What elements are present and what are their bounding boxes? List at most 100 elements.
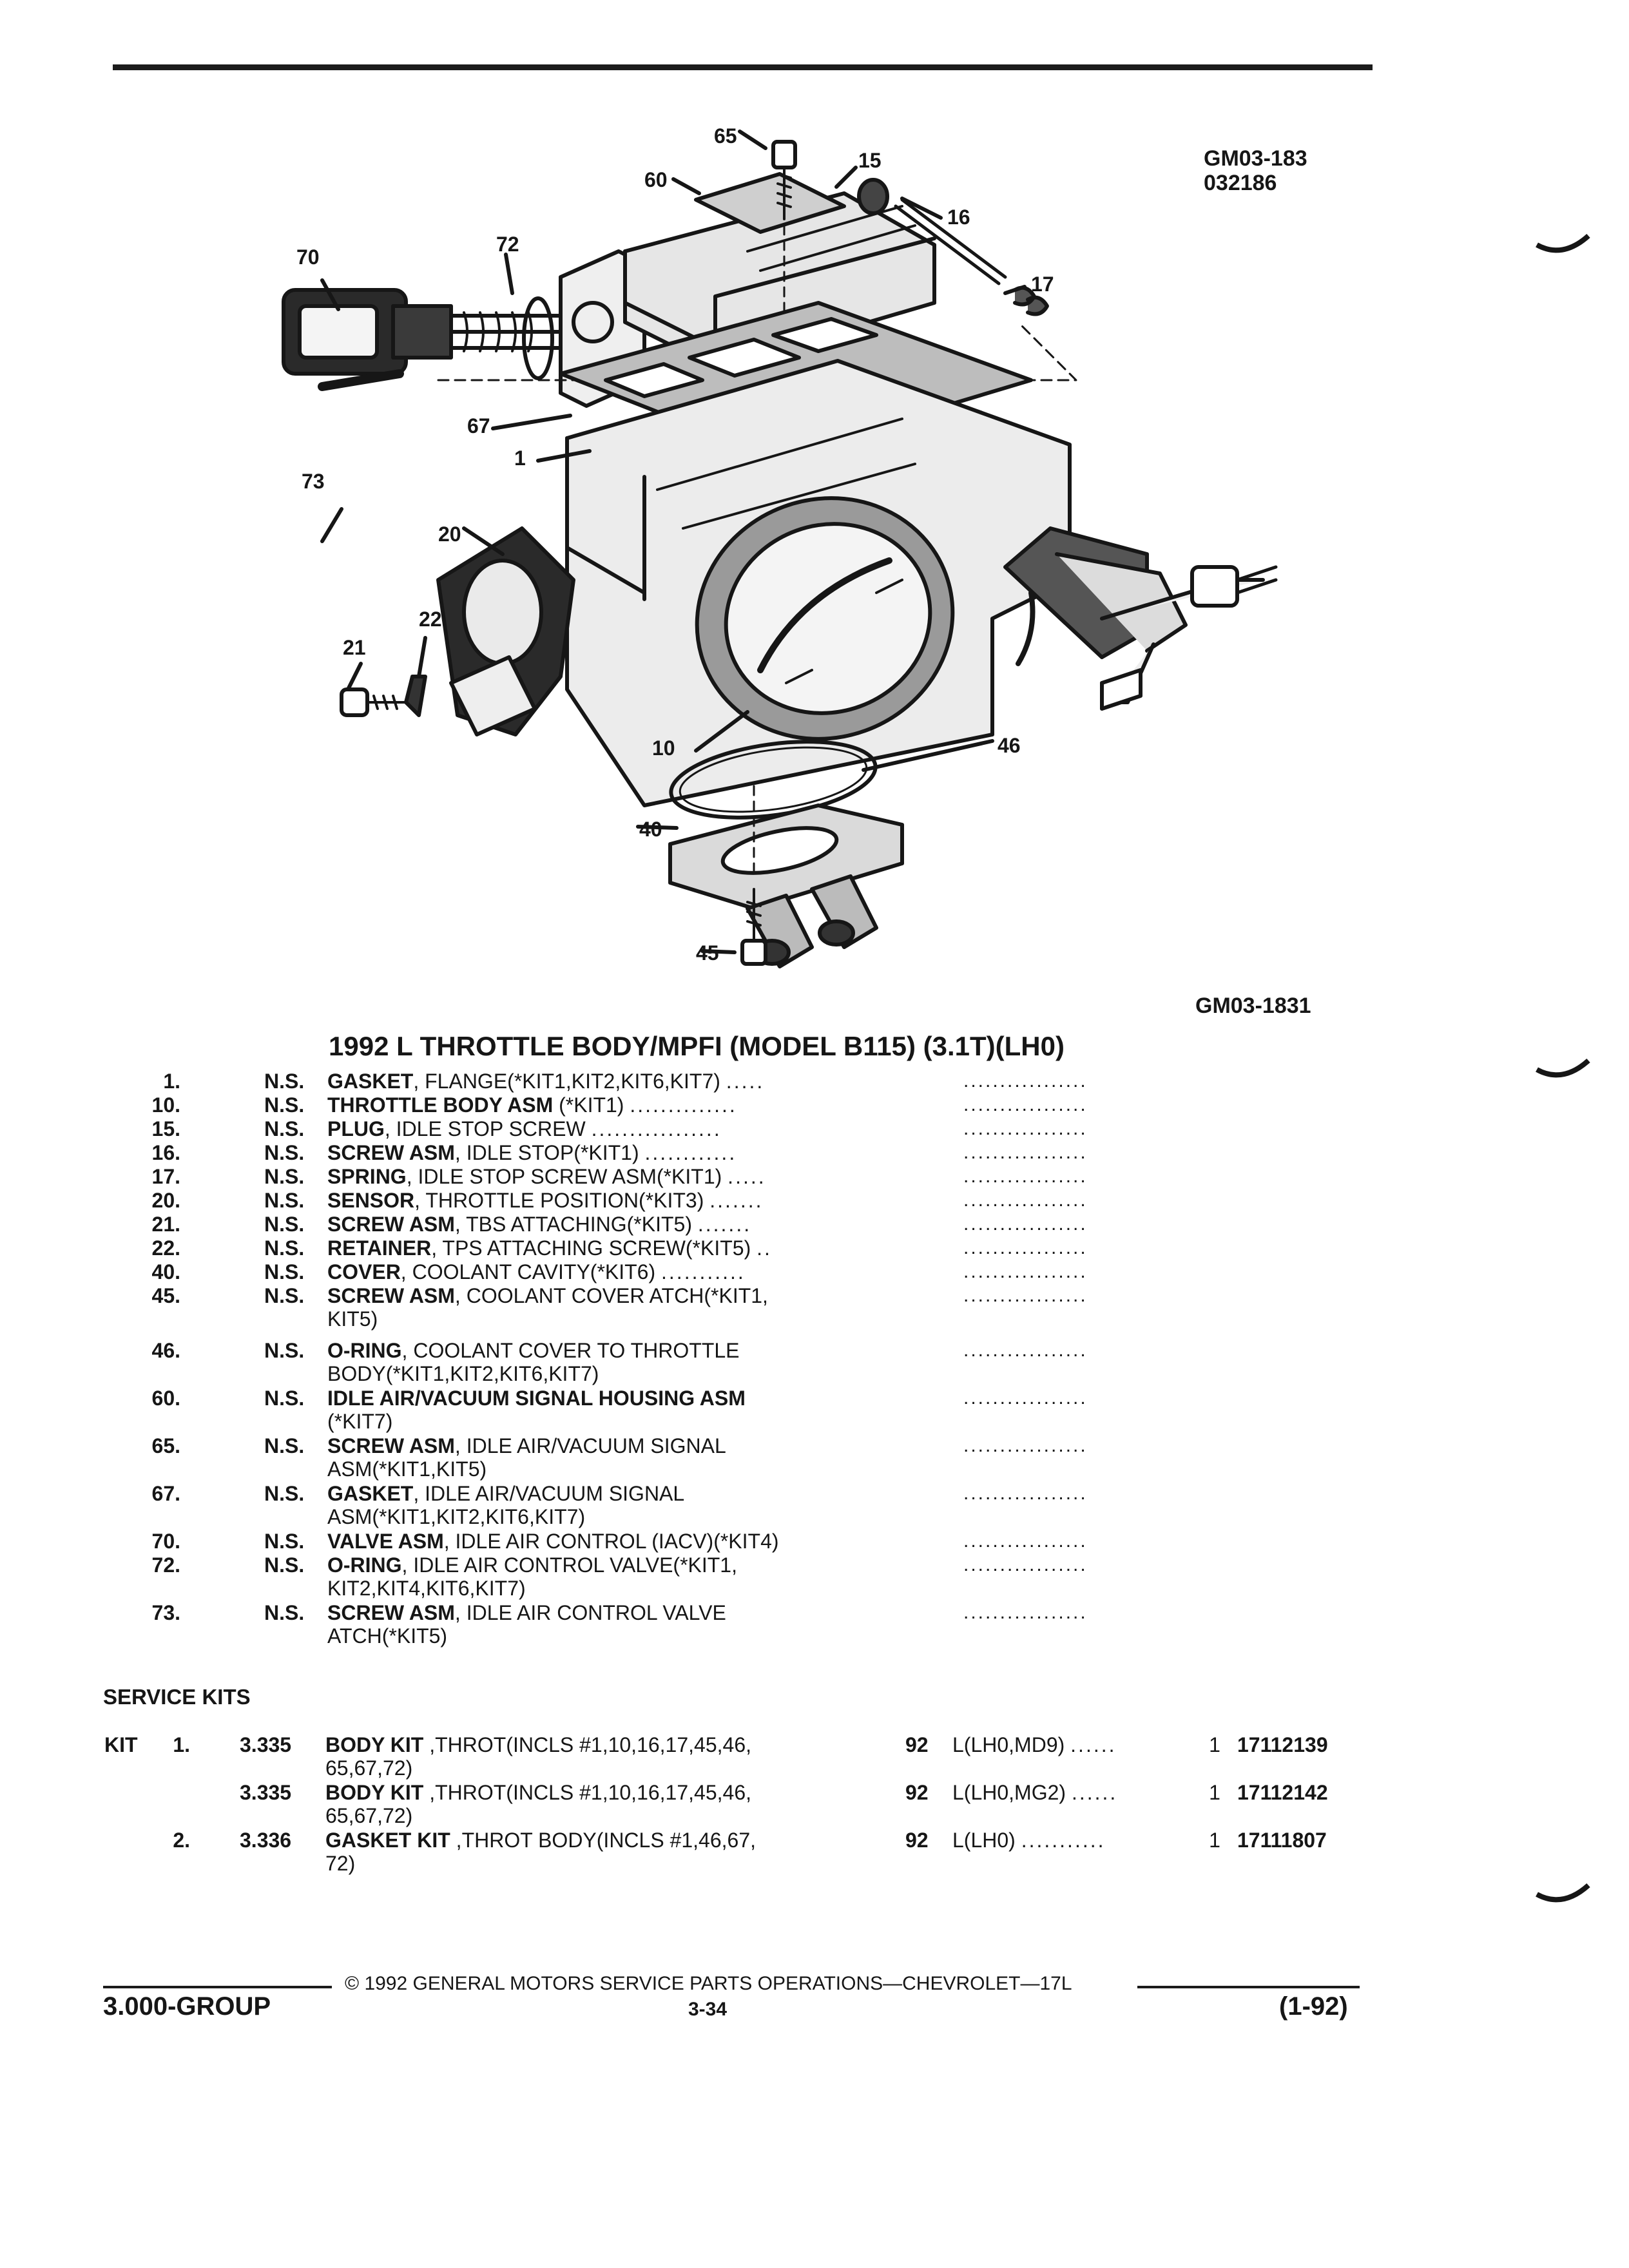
leader-dots: ............ (644, 1141, 737, 1164)
callout-15: 15 (858, 149, 882, 172)
part-description: O-RING, IDLE AIR CONTROL VALVE(*KIT1,KIT… (327, 1553, 907, 1600)
callout-65: 65 (714, 124, 737, 148)
leader-dots: .. (757, 1236, 772, 1260)
part-detail-continued: KIT5) (327, 1307, 378, 1331)
callout-67: 67 (467, 414, 490, 437)
leader-dots-column: ................. (963, 1483, 1088, 1504)
model-code-text: L(LH0) (952, 1829, 1016, 1852)
part-detail: , IDLE AIR/VACUUM SIGNAL (454, 1434, 726, 1457)
ns-flag: N.S. (264, 1284, 305, 1307)
part-name: O-RING (327, 1553, 402, 1577)
leader-dots-column: ................. (963, 1602, 1088, 1623)
part-name: GASKET (327, 1070, 414, 1093)
quantity: 1 (1209, 1829, 1220, 1852)
part-description: SCREW ASM, COOLANT COVER ATCH(*KIT1,KIT5… (327, 1284, 907, 1331)
model-code-text: L(LH0,MD9) (952, 1733, 1065, 1756)
leader-dots: ........... (1021, 1829, 1106, 1852)
callout-60: 60 (644, 168, 668, 191)
part-number: 21. (151, 1213, 180, 1236)
callout-70: 70 (296, 245, 320, 269)
callout-20: 20 (438, 523, 461, 546)
leader-dots: ..... (726, 1070, 765, 1093)
part-name: SCREW ASM (327, 1434, 455, 1457)
ns-flag: N.S. (264, 1482, 305, 1505)
part-detail: , COOLANT COVER TO THROTTLE (401, 1339, 740, 1362)
callout-45: 45 (696, 941, 719, 965)
binder-mark (1536, 1883, 1590, 1903)
kit-name: BODY KIT (325, 1781, 424, 1804)
callout-1: 1 (514, 447, 526, 470)
part-number: 1. (163, 1070, 180, 1093)
part-number: 16. (151, 1141, 180, 1164)
part-description: SPRING, IDLE STOP SCREW ASM(*KIT1) ..... (327, 1165, 907, 1188)
part-description: PLUG, IDLE STOP SCREW ................. (327, 1117, 907, 1140)
part-description: SENSOR, THROTTLE POSITION(*KIT3) ....... (327, 1189, 907, 1212)
part-number-value: 17112139 (1237, 1733, 1328, 1756)
quantity: 1 (1209, 1781, 1220, 1804)
leader-dots: ...... (1071, 1781, 1118, 1804)
part-detail: , IDLE AIR CONTROL VALVE(*KIT1, (401, 1553, 737, 1577)
ns-flag: N.S. (264, 1141, 305, 1164)
ns-flag: N.S. (264, 1236, 305, 1260)
callout-17: 17 (1031, 273, 1054, 296)
part-detail: , IDLE AIR/VACUUM SIGNAL (413, 1482, 685, 1505)
kit-detail-continued: 65,67,72) (325, 1804, 413, 1827)
footer-rule-right (1137, 1986, 1360, 1988)
service-kits-heading: SERVICE KITS (103, 1685, 251, 1709)
part-number: 65. (151, 1434, 180, 1457)
leader-dots-column: ................. (963, 1142, 1088, 1163)
part-detail: , IDLE AIR CONTROL VALVE (454, 1601, 726, 1624)
ns-flag: N.S. (264, 1070, 305, 1093)
leader-dots: ........... (661, 1260, 746, 1283)
leader-dots-column: ................. (963, 1213, 1088, 1235)
part-detail: (*KIT1) (553, 1093, 624, 1117)
binder-mark (1536, 1058, 1590, 1078)
kit-detail-continued: 65,67,72) (325, 1756, 413, 1780)
ns-flag: N.S. (264, 1093, 305, 1117)
ns-flag: N.S. (264, 1165, 305, 1188)
leader-dots-column: ................. (963, 1166, 1088, 1187)
part-name: PLUG (327, 1117, 385, 1140)
part-number: 72. (151, 1553, 180, 1577)
ns-flag: N.S. (264, 1530, 305, 1553)
callout-72: 72 (496, 233, 519, 256)
ns-flag: N.S. (264, 1434, 305, 1457)
kit-name: BODY KIT (325, 1733, 424, 1756)
callout-73: 73 (302, 470, 325, 493)
part-number: 17. (151, 1165, 180, 1188)
leader-dots-column: ................. (963, 1554, 1088, 1575)
leader-dots-column: ................. (963, 1189, 1088, 1211)
revision-date: (1-92) (1279, 1992, 1348, 2021)
leader-dots-column: ................. (963, 1530, 1088, 1552)
model-code: L(LH0,MD9) ...... (952, 1733, 1117, 1756)
part-name: SPRING (327, 1165, 407, 1188)
figure-id-top: GM03-183 (1204, 146, 1307, 171)
kit-detail-continued: 72) (325, 1852, 356, 1875)
ns-flag: N.S. (264, 1260, 305, 1283)
throttle-body-exploded-diagram: 65 15 60 16 70 72 17 67 1 73 20 22 21 10… (282, 124, 1278, 968)
model-code: L(LH0) ........... (952, 1829, 1106, 1852)
part-description: IDLE AIR/VACUUM SIGNAL HOUSING ASM(*KIT7… (327, 1387, 907, 1433)
callout-10: 10 (652, 736, 675, 760)
kit-description: GASKET KIT ,THROT BODY(INCLS #1,46,67,72… (325, 1829, 880, 1875)
part-detail: , IDLE STOP SCREW ASM(*KIT1) (406, 1165, 722, 1188)
leader-dots: ....... (709, 1189, 764, 1212)
section-title: 1992 L THROTTLE BODY/MPFI (MODEL B115) (… (329, 1031, 1065, 1061)
leader-dots-column: ................. (963, 1070, 1088, 1091)
leader-dots: ...... (1070, 1733, 1117, 1756)
part-number: 45. (151, 1284, 180, 1307)
part-detail-continued: ATCH(*KIT5) (327, 1624, 448, 1648)
ns-flag: N.S. (264, 1601, 305, 1624)
part-name: IDLE AIR/VACUUM SIGNAL HOUSING ASM (327, 1387, 746, 1410)
leader-dots-column: ................. (963, 1387, 1088, 1408)
callout-46: 46 (998, 734, 1021, 757)
kit-number: 2. (173, 1829, 190, 1852)
leader-dots-column: ................. (963, 1340, 1088, 1361)
part-name: RETAINER (327, 1236, 432, 1260)
part-number: 22. (151, 1236, 180, 1260)
group-number: 3.335 (240, 1733, 292, 1756)
part-description: SCREW ASM, IDLE STOP(*KIT1) ............ (327, 1141, 907, 1164)
